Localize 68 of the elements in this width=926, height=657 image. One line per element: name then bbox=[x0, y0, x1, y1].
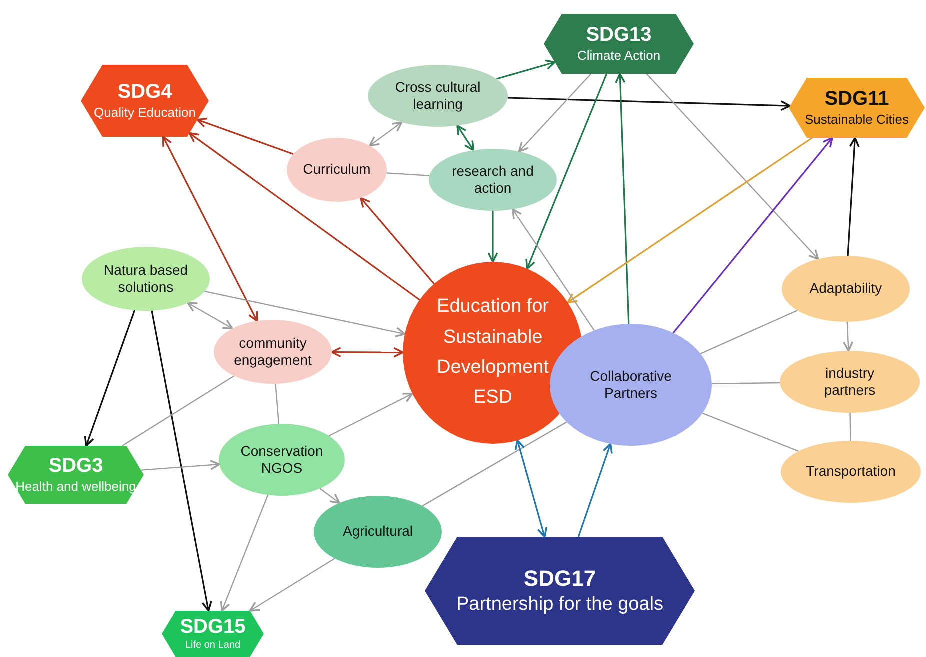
goal-hexagon bbox=[162, 611, 264, 657]
goal-hexagon bbox=[789, 78, 925, 138]
goal-hexagon bbox=[425, 537, 695, 645]
arrow bbox=[187, 302, 234, 330]
arrow bbox=[518, 74, 592, 153]
connector-line bbox=[712, 382, 780, 384]
goal-number: SDG3 bbox=[48, 454, 104, 480]
arrow bbox=[512, 208, 595, 331]
node-label: Agricultural bbox=[342, 523, 414, 541]
arrow bbox=[188, 132, 420, 301]
connector-line bbox=[122, 376, 235, 446]
arrow bbox=[646, 74, 820, 260]
node-label: Education for Sustainable Development ESD bbox=[436, 295, 550, 410]
goal-number: SDG17 bbox=[524, 565, 596, 593]
arrow bbox=[331, 347, 404, 358]
node-label: Adaptability bbox=[808, 280, 884, 298]
connector-line bbox=[386, 172, 430, 176]
goal-title: Climate Action bbox=[577, 48, 661, 65]
goal-title: Quality Education bbox=[94, 105, 196, 122]
goal-hexagon bbox=[8, 446, 144, 504]
arrow bbox=[672, 137, 834, 334]
goal-hexagon bbox=[544, 14, 694, 74]
arrow bbox=[578, 443, 613, 538]
goal-number: SDG15 bbox=[180, 615, 246, 640]
arrow bbox=[508, 97, 791, 112]
arrow bbox=[151, 310, 212, 612]
node-label: research and action bbox=[451, 162, 535, 198]
arrow bbox=[320, 488, 340, 504]
arrow bbox=[328, 392, 414, 437]
arrow bbox=[141, 460, 220, 471]
connector-line bbox=[850, 413, 852, 441]
goal-hexagon bbox=[81, 65, 209, 137]
goal-number: SDG4 bbox=[118, 80, 172, 106]
arrow bbox=[615, 73, 630, 324]
goal-number: SDG13 bbox=[586, 23, 652, 48]
goal-title: Health and wellbeing bbox=[16, 479, 136, 496]
arrow bbox=[196, 118, 294, 156]
arrow bbox=[488, 211, 498, 263]
arrow bbox=[84, 310, 136, 447]
goal-title: Sustainable Cities bbox=[804, 112, 910, 129]
arrow bbox=[847, 137, 860, 256]
arrow bbox=[496, 60, 556, 80]
arrow bbox=[249, 558, 336, 612]
node-label: Collaborative Partners bbox=[589, 368, 673, 402]
goal-title: Life on Land bbox=[185, 640, 241, 653]
connector-line bbox=[702, 412, 800, 452]
node-label: Natura based solutions bbox=[102, 262, 190, 296]
node-label: Transportation bbox=[805, 463, 897, 481]
connector-line bbox=[275, 384, 280, 424]
arrow bbox=[456, 124, 475, 152]
node-label: Conservation NGOS bbox=[240, 442, 324, 478]
arrow bbox=[567, 137, 813, 304]
connector-line bbox=[700, 310, 798, 354]
goal-title: Partnership for the goals bbox=[456, 592, 664, 617]
arrow bbox=[369, 122, 403, 147]
node-label: Curriculum bbox=[302, 161, 372, 179]
arrow bbox=[526, 74, 608, 270]
arrow bbox=[360, 197, 435, 285]
arrow bbox=[162, 136, 258, 322]
node-label: community engagement bbox=[233, 334, 313, 370]
goal-number: SDG11 bbox=[824, 87, 890, 112]
arrow bbox=[220, 494, 269, 612]
node-label: Cross cultural learning bbox=[394, 78, 482, 114]
node-label: industry partners bbox=[823, 364, 877, 400]
arrow bbox=[843, 322, 854, 352]
connector-line bbox=[422, 422, 568, 507]
arrow bbox=[514, 440, 548, 538]
arrow bbox=[204, 290, 406, 338]
